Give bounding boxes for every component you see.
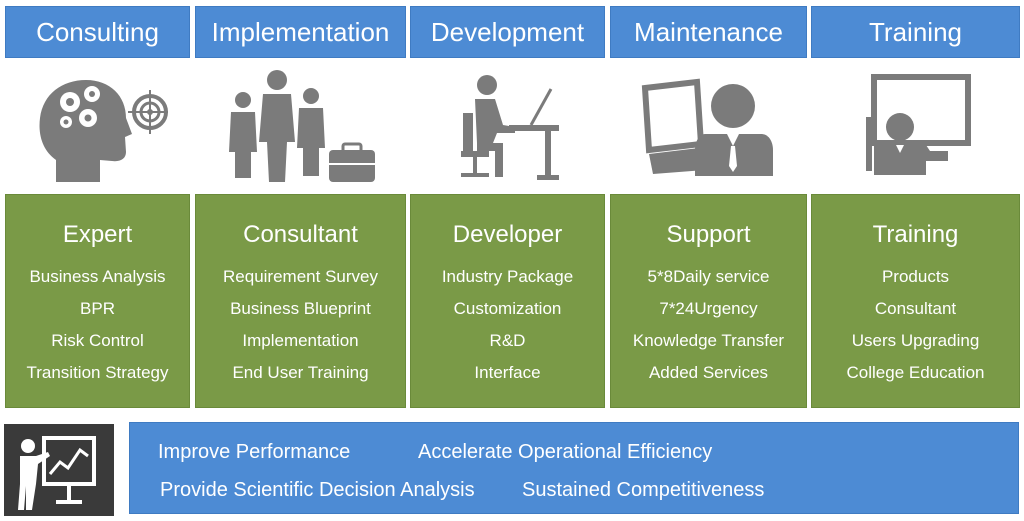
support-monitor-icon — [641, 78, 773, 176]
list-item: Transition Strategy — [26, 363, 169, 382]
list-item: Consultant — [874, 299, 957, 318]
column-header: Consulting — [5, 6, 190, 58]
list-item: Risk Control — [51, 331, 144, 350]
column-header: Training — [811, 6, 1020, 58]
developer-desk-icon — [460, 74, 559, 180]
icon-area — [610, 60, 807, 192]
role-panel: Consultant Requirement Survey Business B… — [195, 194, 406, 408]
role-title: Developer — [452, 221, 563, 248]
role-title: Support — [666, 221, 751, 248]
benefits-bar: Improve Performance Accelerate Operation… — [129, 422, 1019, 514]
list-item: Customization — [453, 299, 562, 318]
list-item: BPR — [80, 299, 115, 318]
list-item: Business Blueprint — [230, 299, 371, 318]
list-item: Interface — [474, 363, 541, 382]
role-title: Consultant — [243, 221, 358, 248]
presentation-chart-icon — [18, 436, 96, 510]
team-briefcase-icon — [228, 70, 375, 182]
list-item: 5*8Daily service — [647, 267, 770, 286]
role-panel: Training Products Consultant Users Upgra… — [811, 194, 1020, 408]
list-item: R&D — [489, 331, 526, 350]
list-item: 7*24Urgency — [659, 299, 758, 318]
role-panel: Support 5*8Daily service 7*24Urgency Kno… — [610, 194, 807, 408]
list-item: Knowledge Transfer — [632, 331, 785, 350]
icon-area — [5, 60, 190, 192]
list-item: Added Services — [648, 363, 769, 382]
role-title: Training — [872, 221, 959, 248]
column-header: Development — [410, 6, 605, 58]
presentation-chart-icon-box — [4, 424, 114, 516]
list-item: Implementation — [242, 331, 359, 350]
benefit-text: Accelerate Operational Efficiency — [418, 441, 713, 463]
benefit-text: Sustained Competitiveness — [522, 479, 765, 501]
icon-area — [410, 60, 605, 192]
list-item: College Education — [846, 363, 985, 382]
list-item: Users Upgrading — [851, 331, 980, 350]
role-panel: Developer Industry Package Customization… — [410, 194, 605, 408]
presenter-board-icon — [865, 74, 971, 175]
list-item: Industry Package — [441, 267, 574, 286]
icon-area — [811, 60, 1020, 192]
list-item: Requirement Survey — [223, 267, 378, 286]
list-item: End User Training — [232, 363, 369, 382]
role-title: Expert — [62, 221, 133, 248]
role-panel: Expert Business Analysis BPR Risk Contro… — [5, 194, 190, 408]
column-header: Maintenance — [610, 6, 807, 58]
list-item: Products — [881, 267, 950, 286]
column-header: Implementation — [195, 6, 406, 58]
benefit-text: Provide Scientific Decision Analysis — [160, 479, 475, 501]
head-gears-target-icon — [39, 79, 168, 182]
icon-area — [195, 60, 406, 192]
benefit-text: Improve Performance — [158, 441, 351, 463]
list-item: Business Analysis — [29, 267, 166, 286]
